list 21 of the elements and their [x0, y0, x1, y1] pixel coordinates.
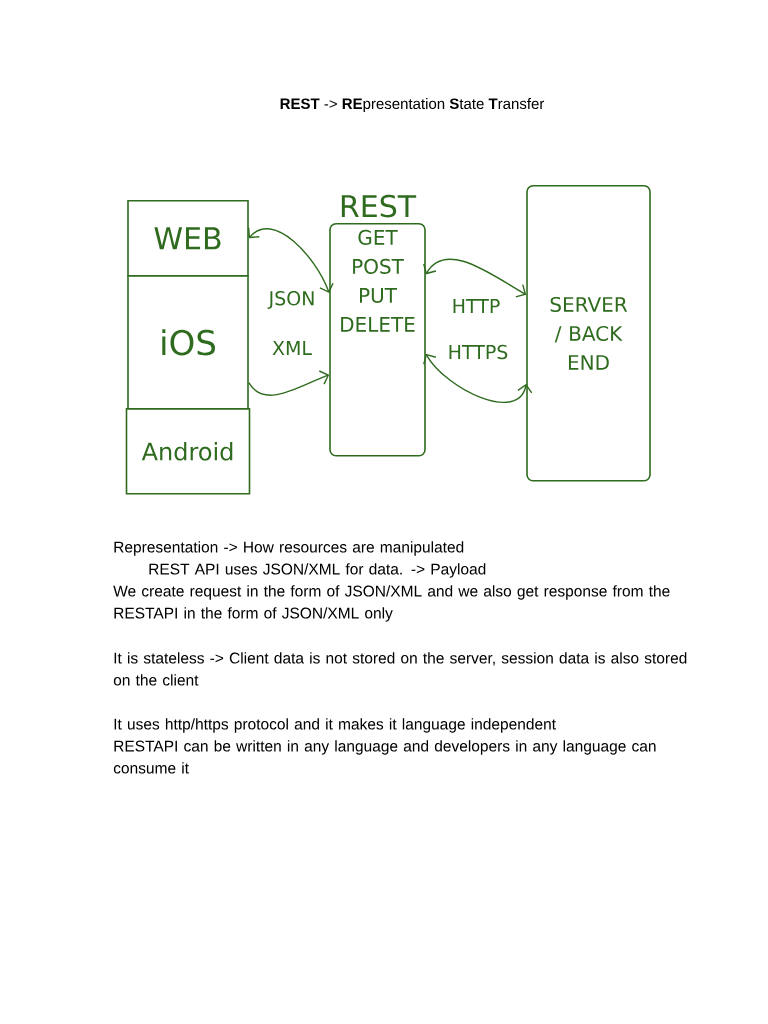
paragraph: REST API uses JSON/XML for data. -> Payload — [149, 563, 486, 578]
paragraph: It uses http/https protocol and it makes it language independent — [114, 718, 556, 733]
title: REST -> REpresentation State Transfer — [280, 98, 545, 112]
paragraph: RESTAPI can be written in any language and developers in any language can consume it — [113, 740, 656, 774]
box: WEB — [127, 200, 249, 277]
box: SERVER / BACK END — [526, 185, 651, 482]
paragraph: Representation -> How resources are manipulated — [114, 541, 464, 556]
edge-label: HTTP — [450, 298, 502, 314]
curved-arrow — [423, 258, 527, 298]
box: iOS — [127, 275, 249, 410]
box: GET POST PUT DELETE — [329, 223, 426, 457]
edge-label: JSON — [267, 290, 317, 310]
heading: REST — [341, 194, 417, 218]
edge-label: HTTPS — [446, 343, 510, 361]
paragraph: We create request in the form of JSON/XML and we also get response from the RESTAPI in the form of JSON/XML only — [113, 585, 670, 622]
curved-arrow — [247, 227, 334, 294]
curved-arrow — [423, 353, 533, 403]
curved-arrow — [248, 370, 330, 396]
box: Android — [125, 408, 251, 495]
edge-label: XML — [271, 340, 313, 356]
paragraph: It is stateless -> Client data is not stored on the server, session data is also stored on the client — [113, 652, 687, 686]
